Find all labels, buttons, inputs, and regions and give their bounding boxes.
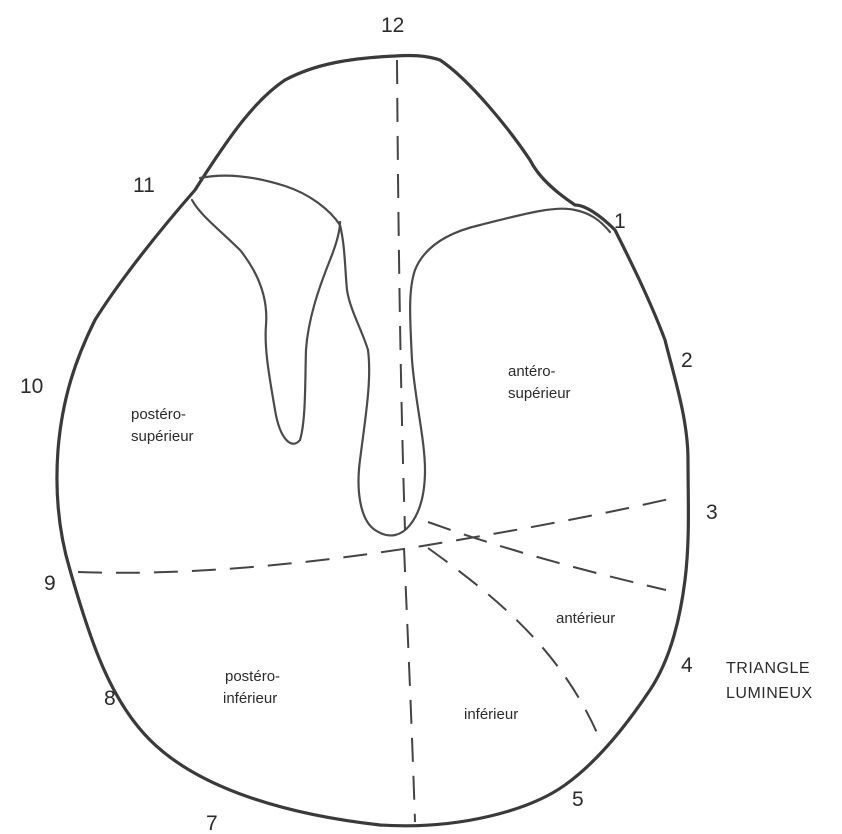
region-inferieur: inférieur xyxy=(464,706,518,723)
clock-3-label: 3 xyxy=(706,501,718,524)
clock-4-label: 4 xyxy=(681,654,693,677)
region-postero-superieur-line1: postéro- xyxy=(131,406,186,423)
malleus-outline xyxy=(200,176,610,536)
triangle-lumineux-line2: LUMINEUX xyxy=(726,685,813,702)
clock-5-label: 5 xyxy=(572,788,584,811)
region-antero-superieur-line2: supérieur xyxy=(508,385,571,402)
clock-12-label: 12 xyxy=(381,14,404,37)
vertical-axis-upper xyxy=(397,60,405,530)
clock-7-label: 7 xyxy=(206,812,218,834)
pars-flaccida-outline xyxy=(192,200,340,444)
region-postero-inferieur-line1: postéro- xyxy=(225,668,280,685)
region-anterieur: antérieur xyxy=(556,610,615,627)
region-antero-superieur-line1: antéro- xyxy=(508,363,556,380)
clock-10-label: 10 xyxy=(20,375,43,398)
clock-2-label: 2 xyxy=(681,349,693,372)
clock-1-label: 1 xyxy=(614,210,626,233)
clock-9-label: 9 xyxy=(44,572,56,595)
vertical-axis-lower xyxy=(404,548,415,822)
region-postero-superieur-line2: supérieur xyxy=(131,428,194,445)
region-postero-inferieur-line2: inférieur xyxy=(223,690,277,707)
triangle-lumineux-line1: TRIANGLE xyxy=(726,660,810,677)
clock-8-label: 8 xyxy=(104,687,116,710)
anterior-line-to-4 xyxy=(428,522,666,590)
clock-11-label: 11 xyxy=(133,174,155,197)
horizontal-axis xyxy=(78,497,678,573)
